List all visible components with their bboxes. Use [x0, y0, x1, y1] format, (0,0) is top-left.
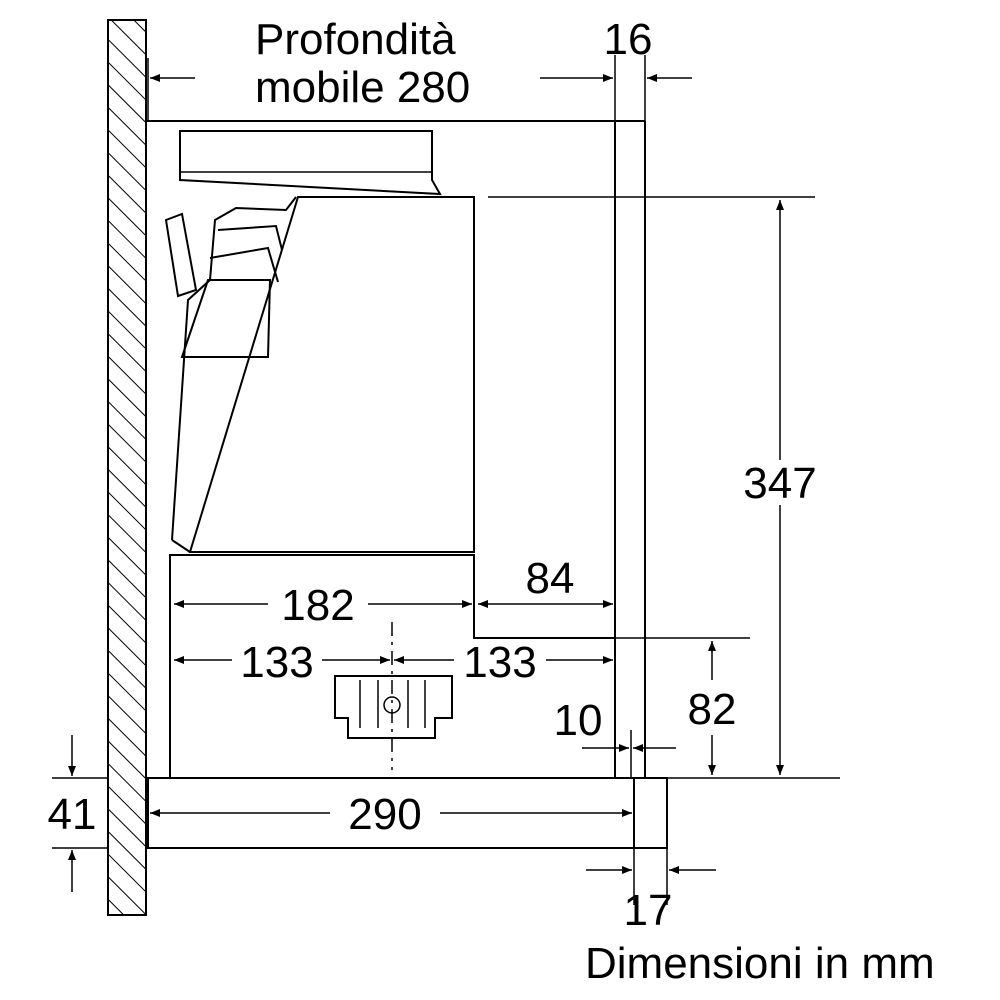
label-cabinet-depth-line2: mobile 280 [255, 63, 470, 112]
label-front-17: 17 [624, 886, 673, 935]
extension-lines [52, 55, 840, 905]
label-units-note: Dimensioni in mm [585, 939, 935, 988]
label-height-total: 347 [743, 459, 816, 508]
label-base-height: 41 [48, 790, 97, 839]
wall [107, 19, 147, 916]
dimension-arrows [68, 74, 784, 892]
label-half-left: 133 [240, 638, 313, 687]
label-gap-10: 10 [554, 696, 603, 745]
label-cabinet-depth-line1: Profondità [255, 15, 456, 64]
label-front-thickness: 16 [604, 15, 653, 64]
label-width-84: 84 [526, 554, 575, 603]
label-half-right: 133 [463, 638, 536, 687]
dimension-labels: Profondità mobile 280 16 347 182 84 133 … [48, 15, 935, 988]
label-base-depth: 290 [348, 790, 421, 839]
label-height-82: 82 [688, 685, 737, 734]
label-width-182: 182 [281, 581, 354, 630]
